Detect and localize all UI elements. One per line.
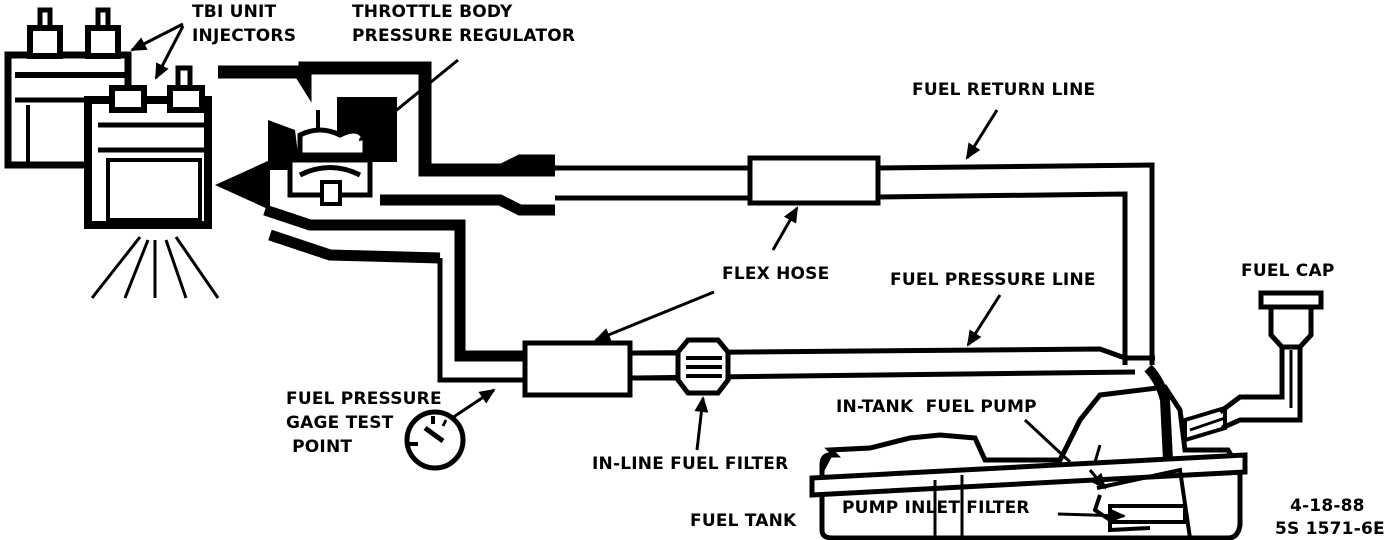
label-fuel-return-line: FUEL RETURN LINE	[912, 80, 1096, 100]
fuel-pressure-line	[263, 204, 1155, 398]
label-regulator-line2: PRESSURE REGULATOR	[352, 26, 576, 46]
pressure-regulator	[215, 61, 555, 210]
tbi-unit-front	[84, 65, 212, 229]
label-fuel-pressure-line: FUEL PRESSURE LINE	[890, 270, 1096, 290]
pressure-line-arrow	[966, 294, 1002, 347]
injector-spray-icon	[90, 236, 220, 299]
label-in-tank-fuel-pump: IN-TANK FUEL PUMP	[836, 397, 1037, 417]
pump-arrow	[1088, 469, 1107, 490]
fuel-tank	[809, 364, 1248, 540]
label-figure-code: 5S 1571-6E	[1275, 519, 1385, 539]
fuel-return-line	[380, 154, 1155, 365]
in-tank-pump-pointer	[1023, 418, 1072, 464]
label-date-code: 4-18-88	[1290, 496, 1365, 516]
label-gage-test-point-line3: POINT	[286, 437, 353, 457]
pressure-gauge-icon	[404, 409, 466, 471]
label-gage-test-point-line2: GAGE TEST	[286, 413, 394, 433]
label-flex-hose: FLEX HOSE	[722, 264, 830, 284]
flex-hose-arrow-upper	[771, 206, 799, 251]
label-inline-fuel-filter: IN-LINE FUEL FILTER	[592, 454, 789, 474]
label-regulator-line1: THROTTLE BODY	[352, 2, 513, 22]
tbi-injector-arrow-1	[130, 22, 184, 52]
tbi-injector-arrow-2	[154, 25, 185, 80]
label-fuel-tank: FUEL TANK	[690, 511, 797, 531]
flex-hose-arrow-lower	[594, 290, 715, 342]
inline-fuel-filter	[675, 337, 731, 396]
label-gage-test-point-line1: FUEL PRESSURE	[286, 389, 442, 409]
filter-arrow	[694, 396, 709, 451]
label-pump-inlet-filter: PUMP INLET FILTER	[842, 498, 1030, 518]
return-line-arrow	[965, 109, 999, 160]
tbi-unit-rear	[4, 7, 132, 169]
label-tbi-injectors-line2: INJECTORS	[192, 26, 297, 46]
label-tbi-injectors-line1: TBI UNIT	[192, 2, 277, 22]
regulator-pointer	[358, 58, 459, 142]
gauge-arrow	[451, 388, 496, 420]
label-fuel-cap: FUEL CAP	[1241, 261, 1335, 281]
fuel-cap-icon	[1218, 290, 1324, 431]
inlet-filter-arrow	[1057, 508, 1126, 523]
